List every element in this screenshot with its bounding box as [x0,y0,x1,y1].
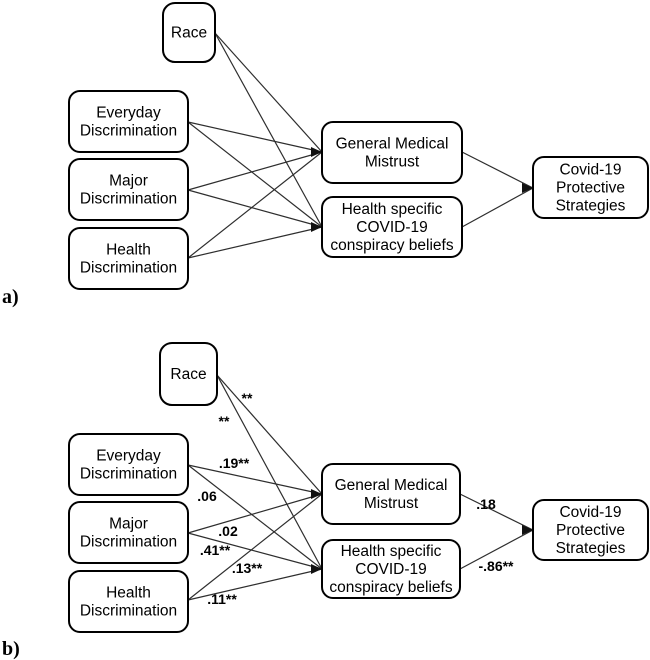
node-label-general-medical-mistrust-line0: General Medical [336,136,449,153]
node-box-general-medical-mistrust [321,121,463,184]
node-box-covid-conspiracy-beliefs [321,196,463,258]
edge-race-to-general-medical-mistrust [214,32,323,153]
node-label-health-discrimination-line1: Discrimination [80,260,177,277]
edge-everyday-discrimination-to-covid-conspiracy-beliefs [187,121,323,228]
node-label-covid-conspiracy-beliefs-line2: conspiracy beliefs [329,579,452,596]
node-label-everyday-discrimination-line1: Discrimination [80,123,177,140]
edge-major-discrimination-to-covid-conspiracy-beliefs [187,189,323,228]
arrowhead-b-2 [522,525,533,535]
edge-label-covid-conspiracy-beliefs-to-covid-protective-strategies: -.86** [478,558,514,574]
node-label-covid-protective-strategies-line0: Covid-19 [559,162,621,179]
node-label-major-discrimination-line0: Major [109,173,148,190]
node-box-covid-conspiracy-beliefs [321,539,461,599]
node-label-covid-conspiracy-beliefs-line2: conspiracy beliefs [330,237,453,254]
node-label-major-discrimination-line1: Discrimination [80,534,177,551]
edge-label-everyday-discrimination-to-general-medical-mistrust: .19** [219,455,250,471]
node-label-health-discrimination-line0: Health [106,585,151,602]
edge-major-discrimination-to-covid-conspiracy-beliefs [187,532,323,570]
node-label-covid-protective-strategies-line1: Protective [556,180,625,197]
node-box-major-discrimination [68,158,189,221]
node-box-covid-protective-strategies [532,156,649,219]
edge-label-major-discrimination-to-covid-conspiracy-beliefs: .41** [200,542,231,558]
panel-letter-b: b) [2,638,20,660]
arrowhead-b-1 [311,564,322,574]
edge-label-race-to-general-medical-mistrust: ** [242,390,253,406]
node-box-race [159,342,218,406]
node-box-health-discrimination [68,570,189,633]
node-label-everyday-discrimination-line0: Everyday [96,448,161,465]
node-label-covid-conspiracy-beliefs-line0: Health specific [342,201,443,218]
panel-letter-a: a) [2,286,19,308]
node-label-general-medical-mistrust-line0: General Medical [335,477,448,494]
node-label-health-discrimination-line0: Health [106,242,151,259]
node-box-major-discrimination [68,501,189,564]
node-box-everyday-discrimination [68,90,189,153]
edge-general-medical-mistrust-to-covid-protective-strategies [461,151,534,189]
node-label-major-discrimination-line0: Major [109,516,148,533]
arrowhead-a-2 [522,183,533,193]
node-label-everyday-discrimination-line1: Discrimination [80,466,177,483]
node-box-everyday-discrimination [68,433,189,496]
node-box-general-medical-mistrust [321,463,461,525]
edge-major-discrimination-to-general-medical-mistrust [187,493,323,534]
arrowhead-a-1 [311,222,322,232]
node-label-major-discrimination-line1: Discrimination [80,191,177,208]
arrowhead-a-0 [311,147,322,157]
node-label-health-discrimination-line1: Discrimination [80,603,177,620]
edge-label-everyday-discrimination-to-covid-conspiracy-beliefs: .06 [197,488,217,504]
edge-label-health-discrimination-to-covid-conspiracy-beliefs: .11** [207,591,237,607]
node-label-covid-protective-strategies-line2: Strategies [556,198,626,215]
node-label-covid-protective-strategies-line0: Covid-19 [559,504,621,521]
edge-covid-conspiracy-beliefs-to-covid-protective-strategies [459,529,534,570]
node-label-covid-protective-strategies-line2: Strategies [556,540,626,557]
node-label-covid-conspiracy-beliefs-line0: Health specific [341,543,442,560]
edge-health-discrimination-to-covid-conspiracy-beliefs [187,568,323,601]
edge-health-discrimination-to-general-medical-mistrust [187,151,323,259]
edge-major-discrimination-to-general-medical-mistrust [187,151,323,191]
node-label-general-medical-mistrust-line1: Mistrust [364,495,419,512]
edge-everyday-discrimination-to-general-medical-mistrust [187,464,323,495]
edge-race-to-general-medical-mistrust [216,374,323,495]
node-box-race [162,2,216,63]
node-box-covid-protective-strategies [532,499,649,561]
edge-general-medical-mistrust-to-covid-protective-strategies [459,493,534,531]
edge-everyday-discrimination-to-general-medical-mistrust [187,121,323,153]
edge-label-race-to-covid-conspiracy-beliefs: ** [219,413,230,429]
edge-race-to-covid-conspiracy-beliefs [216,374,323,570]
edge-label-health-discrimination-to-general-medical-mistrust: .13** [232,560,263,576]
edge-label-major-discrimination-to-general-medical-mistrust: .02 [218,523,238,539]
edge-everyday-discrimination-to-covid-conspiracy-beliefs [187,464,323,570]
node-label-covid-conspiracy-beliefs-line1: COVID-19 [356,219,428,236]
edge-covid-conspiracy-beliefs-to-covid-protective-strategies [461,187,534,228]
panel-a: RaceEverydayDiscriminationMajorDiscrimin… [2,2,649,308]
edge-race-to-covid-conspiracy-beliefs [214,32,323,228]
panel-b: RaceEverydayDiscriminationMajorDiscrimin… [2,342,649,660]
edge-label-general-medical-mistrust-to-covid-protective-strategies: .18 [476,496,496,512]
arrowhead-b-0 [311,489,322,499]
node-box-health-discrimination [68,227,189,290]
node-label-covid-protective-strategies-line1: Protective [556,522,625,539]
node-label-covid-conspiracy-beliefs-line1: COVID-19 [355,561,427,578]
node-label-everyday-discrimination-line0: Everyday [96,105,161,122]
edge-health-discrimination-to-general-medical-mistrust [187,493,323,601]
node-label-race-line0: Race [170,366,206,383]
edge-health-discrimination-to-covid-conspiracy-beliefs [187,226,323,259]
node-label-general-medical-mistrust-line1: Mistrust [365,154,420,171]
node-label-race-line0: Race [171,25,207,42]
